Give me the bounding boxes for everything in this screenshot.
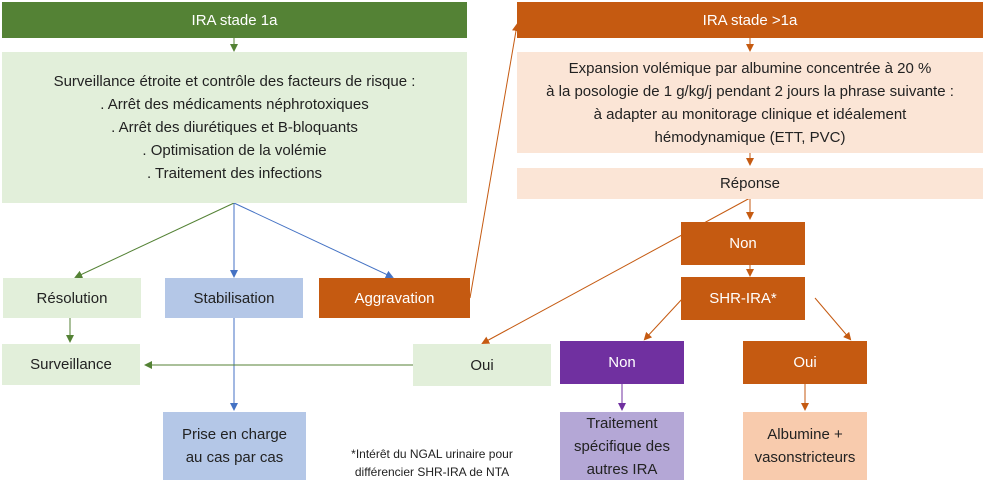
footnote-line: *Intérêt du NGAL urinaire pour bbox=[351, 447, 513, 461]
surveillance-box: Surveillance bbox=[2, 344, 140, 385]
expansion-line: hémodynamique (ETT, PVC) bbox=[654, 128, 846, 146]
risk-control-item: . Arrêt des médicaments néphrotoxiques bbox=[100, 96, 369, 113]
case-by-case-line: Prise en charge bbox=[181, 426, 288, 443]
albumin-line: Albumine + bbox=[767, 426, 843, 443]
response-yes-box: Oui bbox=[413, 344, 551, 386]
expansion-line: à la posologie de 1 g/kg/j pendant 2 jou… bbox=[546, 82, 954, 100]
expansion-line: à adapter au monitorage clinique et idéa… bbox=[593, 105, 907, 123]
stage-gt-1a-header: IRA stade >1a bbox=[517, 2, 983, 38]
albumin-line: vasonstricteurs bbox=[754, 449, 856, 466]
risk-control-title: Surveillance étroite et contrôle des fac… bbox=[53, 73, 416, 90]
case-by-case-line: au cas par cas bbox=[185, 449, 284, 466]
other-treatment-line: Traitement bbox=[586, 414, 658, 432]
footnote: *Intérêt du NGAL urinaire pour différenc… bbox=[334, 445, 530, 481]
arrow-shr-to-oui bbox=[814, 297, 852, 341]
risk-control-item: . Optimisation de la volémie bbox=[142, 142, 327, 159]
albumin-vasoconstrictors-box: Albumine + vasonstricteurs bbox=[743, 412, 867, 480]
stabilisation-box: Stabilisation bbox=[165, 278, 303, 318]
other-treatment-line: spécifique des bbox=[574, 437, 670, 455]
shr-ira-box: SHR-IRA* bbox=[681, 277, 805, 320]
response-box: Réponse bbox=[517, 168, 983, 199]
volume-expansion-box: Expansion volémique par albumine concent… bbox=[517, 52, 983, 153]
arrow-aggravation-to-stade bbox=[469, 23, 520, 299]
case-by-case-box: Prise en charge au cas par cas bbox=[163, 412, 306, 480]
resolution-box: Résolution bbox=[3, 278, 141, 318]
aggravation-box: Aggravation bbox=[319, 278, 470, 318]
shr-yes-box: Oui bbox=[743, 341, 867, 384]
stage-1a-header: IRA stade 1a bbox=[2, 2, 467, 38]
shr-no-box: Non bbox=[560, 341, 684, 384]
risk-control-item: . Traitement des infections bbox=[146, 165, 323, 182]
expansion-line: Expansion volémique par albumine concent… bbox=[568, 59, 932, 77]
arrow-response-to-oui bbox=[481, 197, 751, 344]
risk-control-item: . Arrêt des diurétiques et B-bloquants bbox=[111, 119, 358, 136]
arrow-shr-to-non bbox=[643, 297, 684, 341]
footnote-line: différencier SHR-IRA de NTA bbox=[354, 465, 510, 479]
response-no-box: Non bbox=[681, 222, 805, 265]
other-treatment-line: autres IRA bbox=[586, 460, 658, 478]
risk-control-box: Surveillance étroite et contrôle des fac… bbox=[2, 52, 467, 203]
arrow-to-resolution bbox=[74, 202, 235, 279]
other-treatment-box: Traitement spécifique des autres IRA bbox=[560, 412, 684, 480]
arrow-to-aggravation bbox=[233, 202, 394, 279]
